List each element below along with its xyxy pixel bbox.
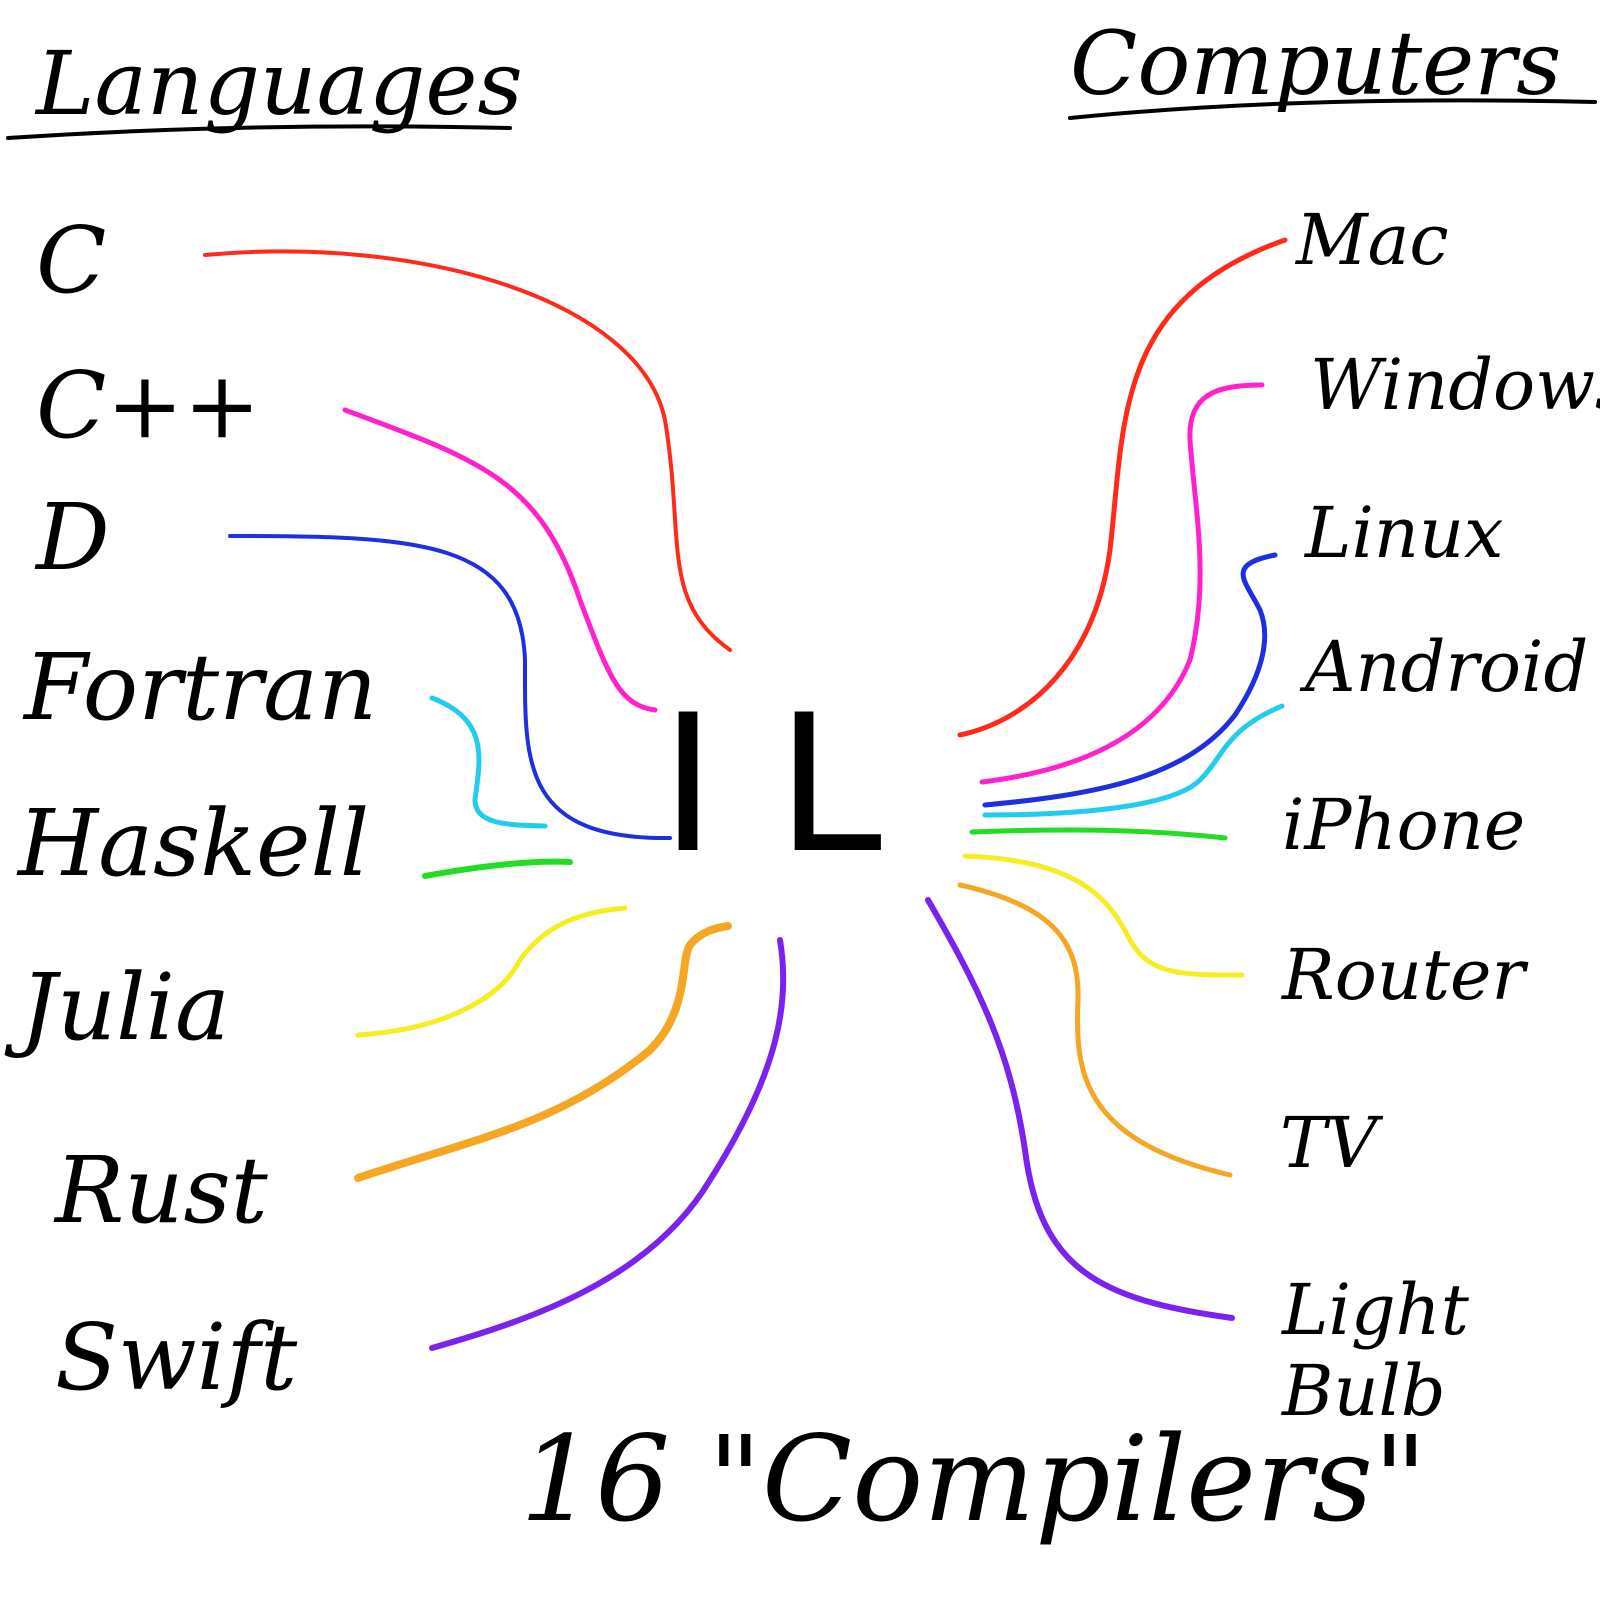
computers-underline [1068, 98, 1597, 120]
link-mac [957, 237, 1288, 738]
il-center-label: IL [660, 674, 942, 895]
link-rust [354, 922, 732, 1182]
computer-label-iphone: iPhone [1282, 784, 1526, 866]
link-windows [979, 382, 1265, 785]
language-label-rust: Rust [55, 1137, 268, 1244]
compilers-count-caption: 16 "Compilers" [520, 1410, 1428, 1548]
link-c [203, 249, 732, 652]
computers-heading: Computers [1070, 12, 1562, 115]
computer-label-router: Router [1282, 934, 1525, 1016]
language-label-fortran: Fortran [24, 634, 378, 741]
link-swift [429, 937, 787, 1351]
language-label-c: C [36, 207, 107, 314]
computer-label-mac: Mac [1296, 199, 1449, 281]
link-d [228, 534, 672, 841]
link-julia [355, 905, 628, 1038]
link-android [982, 703, 1285, 818]
link-lightbulb [925, 897, 1235, 1321]
computer-label-tv: TV [1280, 1102, 1378, 1184]
link-linux [982, 552, 1278, 808]
link-cpp [342, 407, 658, 713]
link-fortran [429, 695, 548, 829]
language-label-julia: Julia [20, 954, 230, 1061]
languages-heading: Languages [36, 32, 523, 135]
languages-underline [6, 124, 512, 140]
language-label-haskell: Haskell [18, 790, 370, 897]
language-label-swift: Swift [55, 1304, 298, 1411]
link-router [962, 853, 1245, 978]
computer-label-windows: Windows [1310, 344, 1600, 426]
computer-label-lightbulb: Light Bulb [1282, 1269, 1469, 1432]
computer-label-linux: Linux [1305, 492, 1504, 574]
language-label-cpp: C++ [36, 352, 261, 459]
link-tv [957, 882, 1233, 1178]
computer-label-android: Android [1305, 626, 1589, 708]
language-label-d: D [36, 484, 110, 591]
link-iphone [969, 827, 1228, 841]
link-haskell [422, 858, 573, 879]
